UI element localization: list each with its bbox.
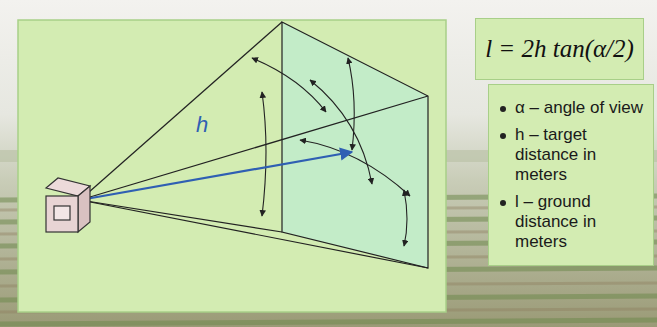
- bullet-dot: [500, 106, 506, 112]
- bullet-item: α – angle of view: [497, 98, 645, 118]
- distance-label: h: [196, 112, 208, 138]
- bullet-dot: [500, 200, 506, 206]
- bullet-text: α – angle of view: [515, 98, 643, 117]
- formula-text: l = 2h tan(α/2): [485, 35, 634, 63]
- bullet-box: α – angle of view h – target distance in …: [488, 84, 654, 266]
- bullet-item: h – target distance in meters: [497, 125, 645, 185]
- bullet-text: l – ground distance in meters: [515, 192, 596, 251]
- bullet-text: h – target distance in meters: [515, 125, 596, 184]
- formula-box: l = 2h tan(α/2): [475, 18, 644, 80]
- bullet-item: l – ground distance in meters: [497, 192, 645, 252]
- bullet-dot: [500, 133, 506, 139]
